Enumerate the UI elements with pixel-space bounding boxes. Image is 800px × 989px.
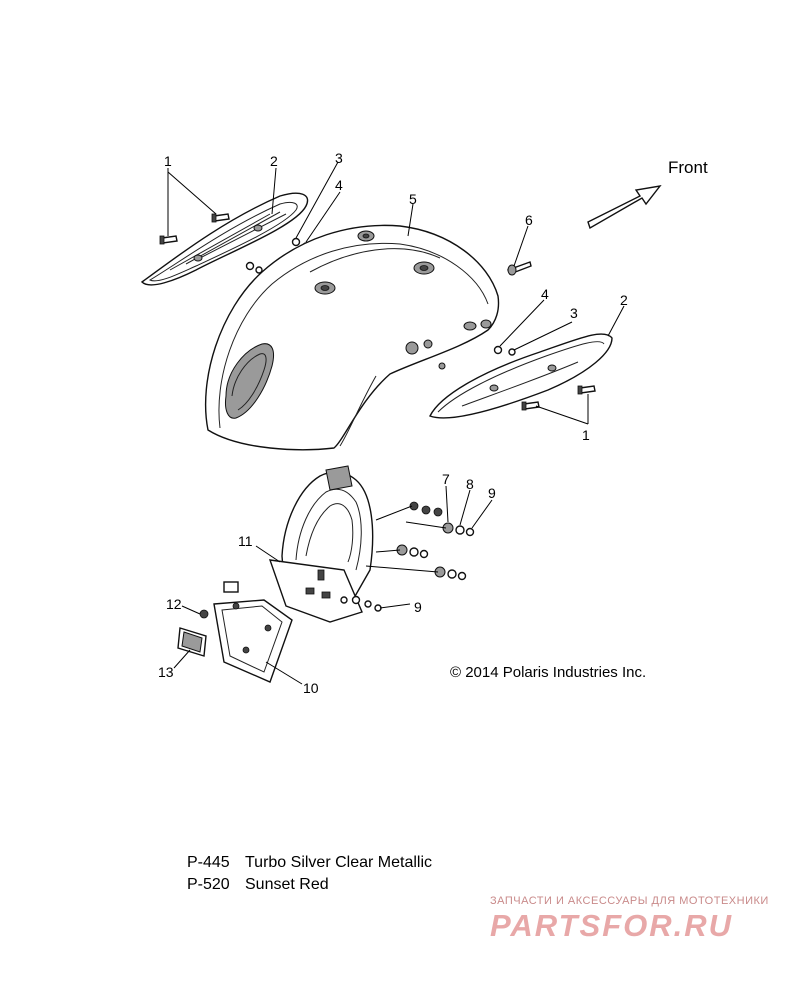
callout-12: 12 (166, 596, 182, 612)
copyright-notice: © 2014 Polaris Industries Inc. (450, 664, 647, 681)
rear-fender (204, 224, 500, 451)
callout-numbers: 1 2 3 4 5 6 2 4 3 1 7 8 9 11 9 12 13 10 (158, 150, 628, 696)
callout-1-right: 1 (582, 427, 590, 443)
callout-2-left: 2 (270, 153, 278, 169)
callout-10: 10 (303, 680, 319, 696)
leader-lines (167, 161, 625, 685)
callout-9-bottom: 9 (414, 599, 422, 615)
left-fender-trim (140, 192, 309, 286)
screw-12 (199, 609, 209, 619)
callout-13: 13 (158, 664, 174, 680)
license-bracket (268, 465, 374, 623)
paint-name: Turbo Silver Clear Metallic (245, 854, 433, 871)
hardware-nuts (351, 501, 475, 612)
callout-8: 8 (466, 476, 474, 492)
paint-code-row: P-520 Sunset Red (187, 874, 432, 896)
paint-code-row: P-445 Turbo Silver Clear Metallic (187, 852, 432, 874)
right-bolts (521, 385, 596, 411)
front-direction-arrow: Front (587, 158, 708, 230)
watermark-logo: PARTSFOR.RU (490, 908, 734, 943)
rivet (507, 261, 532, 276)
callout-3-right: 3 (570, 305, 578, 321)
watermark-tagline: ЗАПЧАСТИ И АКСЕССУАРЫ ДЛЯ МОТОТЕХНИКИ (490, 895, 769, 907)
callout-1-left: 1 (164, 153, 172, 169)
left-bolts (159, 213, 230, 245)
right-fender-trim (429, 333, 613, 419)
callout-4-right: 4 (541, 286, 549, 302)
callout-11: 11 (238, 533, 253, 549)
callout-6: 6 (525, 212, 533, 228)
callout-5: 5 (409, 191, 417, 207)
paint-code: P-445 (187, 854, 230, 871)
callout-3-left: 3 (335, 150, 343, 166)
callout-4-left: 4 (335, 177, 343, 193)
license-plate-holder (213, 581, 293, 683)
callout-7: 7 (442, 471, 450, 487)
right-nuts (493, 345, 516, 356)
reflector (177, 627, 207, 657)
paint-code-list: P-445 Turbo Silver Clear Metallic P-520 Su… (187, 852, 432, 896)
paint-code: P-520 (187, 876, 230, 893)
callout-2-right: 2 (620, 292, 628, 308)
front-label: Front (668, 158, 708, 177)
callout-9-top: 9 (488, 485, 496, 501)
paint-name: Sunset Red (245, 876, 329, 893)
